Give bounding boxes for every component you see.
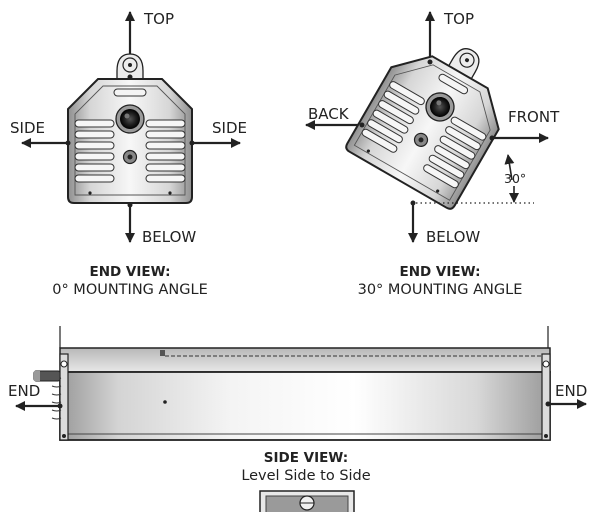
caption-title: END VIEW:: [400, 264, 481, 280]
top-label: TOP: [443, 10, 474, 28]
fixture-body: [59, 371, 551, 441]
caption-subtitle: Level Side to Side: [241, 468, 370, 484]
left-side-label: SIDE: [10, 119, 45, 137]
right-side-label: SIDE: [212, 119, 247, 137]
end-view-0-degree: TOP SIDE SIDE BELOW END VIEW: 0° MOUNTIN…: [10, 10, 247, 298]
pivot-dot: [189, 140, 195, 146]
below-label: BELOW: [426, 228, 480, 246]
top-label: TOP: [143, 10, 174, 28]
back-label: BACK: [308, 105, 350, 123]
caption-subtitle: 30° MOUNTING ANGLE: [358, 282, 523, 298]
level-indicator: [259, 490, 355, 512]
pivot-dot: [410, 200, 416, 206]
caption-title: END VIEW:: [90, 264, 171, 280]
angle-label: 30°: [504, 171, 526, 186]
right-end-label: END: [555, 382, 587, 400]
pivot-dot: [127, 74, 133, 80]
fixture-end-housing-tilted: [343, 18, 528, 212]
angle-arrow-up: [504, 154, 515, 181]
pivot-dot: [359, 122, 365, 128]
pivot-dot: [65, 140, 71, 146]
side-view: END END SIDE VIEW: Level Side to Side: [8, 326, 587, 484]
top-rail: [59, 347, 551, 373]
end-view-30-degree: TOP BACK FRONT 30° BELOW END VIEW: 30° M…: [305, 10, 560, 298]
below-label: BELOW: [142, 228, 196, 246]
caption-title: SIDE VIEW:: [264, 450, 348, 466]
caption-subtitle: 0° MOUNTING ANGLE: [52, 282, 208, 298]
pivot-dot: [127, 202, 133, 208]
pivot-dot: [489, 135, 495, 141]
left-end-label: END: [8, 382, 40, 400]
pivot-dot: [427, 59, 433, 65]
front-label: FRONT: [508, 108, 560, 126]
